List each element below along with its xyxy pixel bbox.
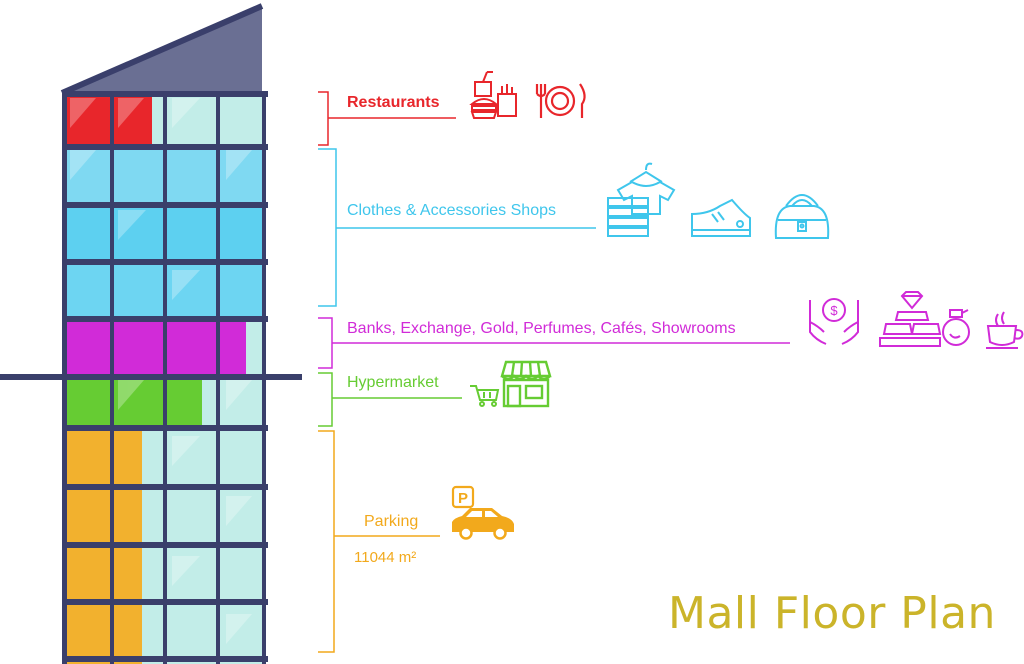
building (0, 3, 302, 664)
svg-text:$: $ (830, 303, 838, 318)
handbag-icon (774, 194, 830, 239)
store-icon (500, 360, 552, 408)
parking-label: Parking (364, 513, 419, 530)
services-label: Banks, Exchange, Gold, Perfumes, Cafés, … (347, 320, 736, 337)
gold-bars-icon (879, 291, 942, 347)
fast-food-icon (469, 71, 517, 119)
floor-slabs (0, 91, 302, 662)
glass-reflections (70, 98, 252, 644)
hypermarket-floor-fill (66, 376, 202, 428)
sneaker-icon (691, 198, 751, 237)
hypermarket-bracket (318, 372, 462, 427)
perfume-bottle-icon (942, 309, 970, 346)
clothes-shops-label: Clothes & Accessories Shops (347, 202, 556, 219)
restaurants-label: Restaurants (347, 94, 440, 111)
services-bracket (318, 317, 790, 369)
hypermarket-label: Hypermarket (347, 374, 439, 391)
coffee-cup-icon (986, 311, 1024, 349)
parking-area-label: 11044 m² (354, 549, 417, 566)
car-icon (452, 508, 514, 540)
restaurants-bracket (318, 91, 456, 146)
shopping-cart-icon (470, 385, 500, 407)
parking-sign-icon: P (451, 485, 475, 509)
clothes-bracket (318, 148, 596, 307)
money-hands-icon: $ (809, 298, 859, 345)
plate-cutlery-icon (535, 83, 586, 118)
roof-edge (60, 3, 264, 96)
diagram-title: Mall Floor Plan (668, 588, 996, 639)
parking-bracket (318, 430, 440, 653)
tshirt-hanger-icon (607, 162, 676, 237)
restaurants-floor-fill (66, 95, 152, 147)
svg-text:P: P (458, 490, 468, 507)
